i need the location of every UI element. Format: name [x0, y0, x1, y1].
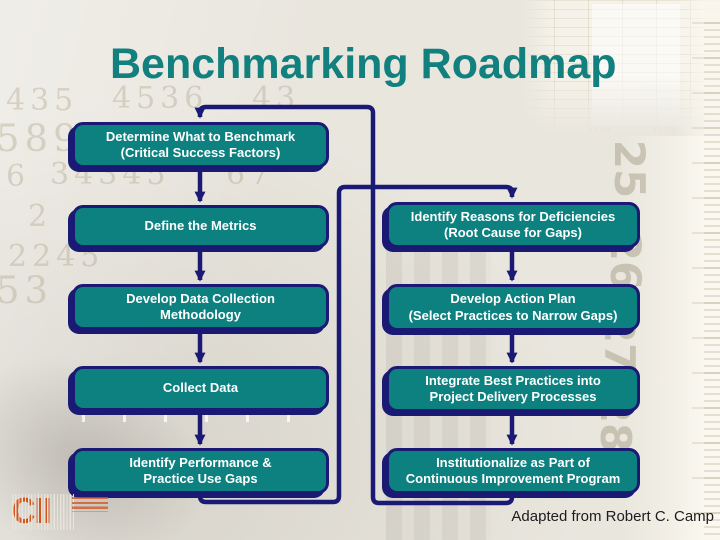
faded-photo-dashes — [82, 413, 310, 422]
flow-box-collect-data: Collect Data — [72, 366, 329, 411]
background-number: 589 — [0, 117, 82, 160]
background-number: 435 — [6, 83, 79, 118]
slide-title: Benchmarking Roadmap — [110, 40, 617, 88]
flow-box-integrate-best-practices: Integrate Best Practices into Project De… — [386, 366, 640, 412]
connector-feedback-loop — [194, 104, 515, 506]
flow-box-develop-action-plan: Develop Action Plan (Select Practices to… — [386, 284, 640, 331]
ruler-long-ticks — [692, 22, 720, 538]
cii-logo: CII — [12, 493, 122, 532]
flow-box-identify-performance-gaps: Identify Performance & Practice Use Gaps — [72, 448, 329, 494]
background-number: 2 — [28, 199, 53, 234]
flow-box-identify-reasons-deficiencies: Identify Reasons for Deficiencies (Root … — [386, 202, 640, 248]
flow-box-institutionalize: Institutionalize as Part of Continuous I… — [386, 448, 640, 494]
cii-logo-caption-lines — [72, 497, 108, 512]
background-number: 6 — [6, 159, 31, 194]
background-number: 4536 — [112, 81, 209, 116]
connector-l5-r1 — [197, 184, 518, 505]
ruler-background — [676, 0, 720, 540]
attribution-text: Adapted from Robert C. Camp — [511, 508, 714, 525]
flow-box-define-the-metrics: Define the Metrics — [72, 205, 329, 248]
flow-box-determine-what-to-benchmark: Determine What to Benchmark (Critical Su… — [72, 122, 329, 168]
ruler-short-ticks — [704, 22, 720, 538]
cii-logo-stripes — [12, 494, 74, 530]
flow-box-develop-data-collection: Develop Data Collection Methodology — [72, 284, 329, 330]
background-number: 53 — [0, 269, 54, 312]
